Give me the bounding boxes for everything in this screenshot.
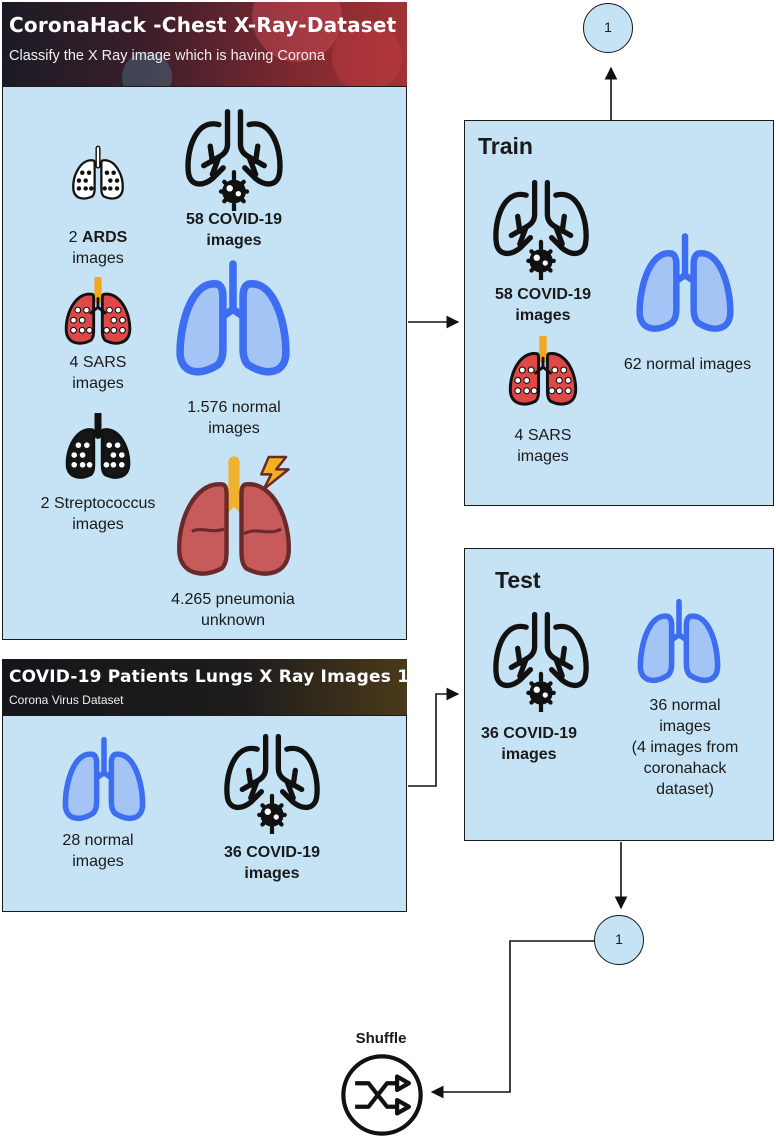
d2-normal-count: 28 normal (62, 832, 134, 849)
ards-name: ARDS (82, 229, 128, 246)
train-title: Train (478, 133, 533, 159)
shuffle-label: Shuffle (355, 1030, 407, 1047)
covid-images: images (206, 232, 262, 249)
streptococcus-label: 2 Streptococcus images (18, 493, 178, 535)
dataset2-title: COVID-19 Patients Lungs X Ray Images 100… (9, 667, 407, 687)
pneumonia-unknown: unknown (200, 612, 266, 629)
arrow-connector-to-shuffle (430, 940, 595, 1099)
d2-normal-images: images (72, 853, 124, 870)
sars-lung-icon (60, 277, 136, 349)
ards-label: 2 ARDS images (28, 227, 168, 269)
test-normal-lung-icon (630, 598, 728, 690)
d2-covid-label: 36 COVID-19 images (192, 842, 352, 884)
pneumonia-lung-icon (172, 455, 296, 583)
normal-lung-icon (170, 258, 296, 386)
dataset1-subtitle: Classify the X Ray image which is having… (9, 48, 325, 64)
shuffle-icon (336, 1053, 428, 1137)
dataset2-subtitle: Corona Virus Dataset (9, 693, 124, 707)
train-sars-count: 4 SARS (514, 427, 572, 444)
ards-images: images (72, 250, 124, 267)
covid-lung-icon (180, 103, 288, 211)
normal-label: 1.576 normal images (154, 397, 314, 439)
pneumonia-label: 4.265 pneumonia unknown (148, 589, 318, 631)
virus-blob (122, 52, 172, 86)
test-covid-label: 36 COVID-19 images (449, 723, 609, 765)
normal-images: images (208, 420, 260, 437)
d2-normal-label: 28 normal images (28, 830, 168, 872)
test-covid-count: 36 COVID-19 (480, 725, 578, 742)
test-panel (464, 548, 774, 841)
test-normal-note: (4 images from (631, 739, 739, 756)
train-covid-lung-icon (488, 174, 594, 280)
streptococcus-count: 2 Streptococcus (40, 495, 156, 512)
ards-lung-icon (70, 145, 126, 205)
train-normal-lung-icon (630, 232, 740, 340)
sars-count: 4 SARS (69, 354, 127, 371)
d2-covid-count: 36 COVID-19 (223, 844, 321, 861)
d2-covid-images: images (244, 865, 300, 882)
ards-count: 2 (68, 229, 82, 246)
connector-top: 1 (583, 3, 633, 53)
dataset2-banner: COVID-19 Patients Lungs X Ray Images 100… (2, 659, 407, 715)
train-covid-label: 58 COVID-19 images (463, 284, 623, 326)
train-covid-images: images (515, 307, 571, 324)
train-normal-label: 62 normal images (605, 354, 770, 375)
dataset1-title: CoronaHack -Chest X-Ray-Dataset (9, 13, 397, 37)
streptococcus-lung-icon (62, 413, 134, 483)
covid-label: 58 COVID-19 images (154, 209, 314, 251)
pneumonia-count: 4.265 pneumonia (171, 591, 295, 608)
test-covid-images: images (501, 746, 557, 763)
streptococcus-images: images (72, 516, 124, 533)
train-covid-count: 58 COVID-19 (494, 286, 592, 303)
train-sars-label: 4 SARS images (473, 425, 613, 467)
train-sars-images: images (517, 448, 569, 465)
test-normal-count: 36 normal (649, 697, 721, 714)
test-covid-lung-icon (488, 606, 594, 712)
sars-images: images (72, 375, 124, 392)
train-sars-lung-icon (505, 336, 581, 410)
normal-count: 1.576 normal (187, 399, 281, 416)
test-title: Test (495, 567, 541, 593)
connector-bottom: 1 (594, 915, 644, 965)
covid-count: 58 COVID-19 (185, 211, 283, 228)
train-normal-count: 62 normal images (623, 356, 752, 373)
d2-covid-lung-icon (219, 728, 325, 834)
test-normal-images: images (659, 718, 711, 735)
virus-blob (332, 22, 402, 86)
test-normal-label: 36 normal images (4 images from coronaha… (605, 695, 765, 800)
test-normal-source: coronahack (643, 760, 727, 777)
d2-normal-lung-icon (58, 736, 150, 828)
dataset1-banner: CoronaHack -Chest X-Ray-Dataset Classify… (2, 2, 407, 86)
test-normal-dataset: dataset) (656, 781, 714, 798)
sars-label: 4 SARS images (28, 352, 168, 394)
